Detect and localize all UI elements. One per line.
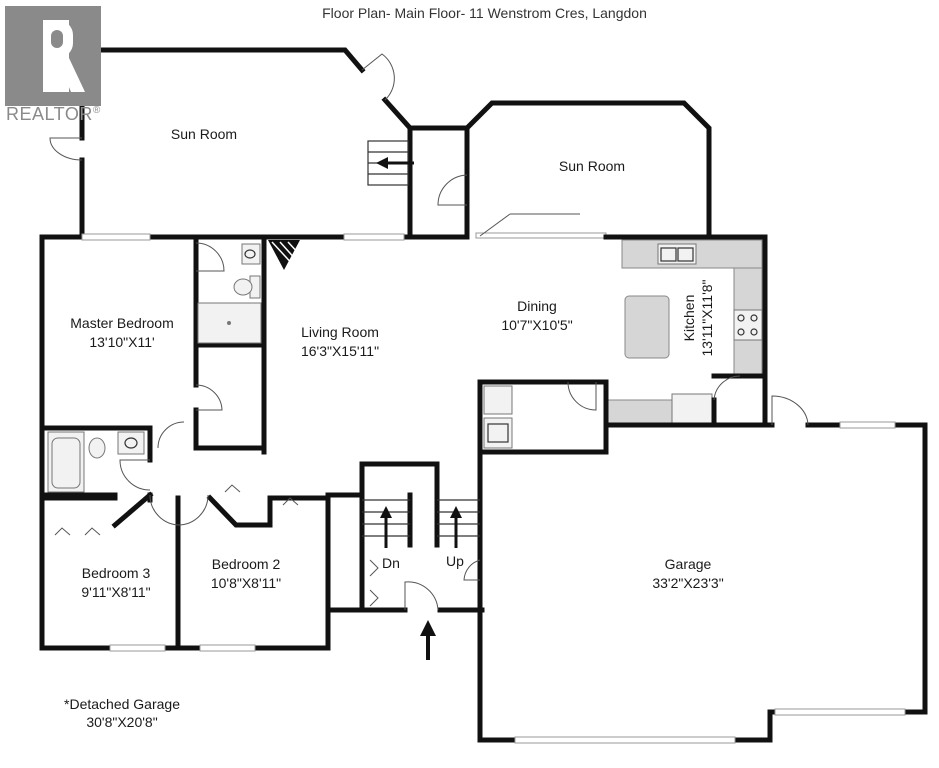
stove-icon	[733, 309, 763, 341]
fireplace-icon	[268, 240, 301, 270]
sun-room-left-walls	[79, 47, 413, 240]
sun-room-steps	[367, 140, 414, 186]
main-house-walls	[39, 234, 768, 651]
bedroom2-window	[199, 644, 256, 652]
dining-size: 10'7"X10'5"	[501, 317, 572, 333]
master-bedroom-label: Master Bedroom	[70, 315, 173, 331]
bedroom3-window	[109, 644, 166, 652]
stair-up-arrow-icon	[450, 506, 462, 548]
garage-door-front[interactable]	[514, 736, 736, 744]
master-bedroom-size: 13'10"X11'	[89, 334, 154, 350]
fridge	[671, 393, 713, 425]
realtor-logo-text: REALTOR®	[6, 104, 101, 124]
kitchen-size: 13'11"X11'8"	[699, 279, 715, 356]
bath-toilet	[88, 437, 106, 459]
laundry-walls	[477, 379, 609, 743]
garage-size: 33'2"X23'3"	[652, 575, 723, 591]
bedroom3-size: 9'11"X8'11"	[81, 584, 150, 600]
detached-garage-size: 30'8"X20'8"	[86, 714, 157, 730]
stairs-down-label: Dn	[382, 555, 400, 571]
sun-room-left-side-door[interactable]	[49, 137, 83, 161]
stairs-up-label: Up	[446, 553, 464, 569]
washer	[483, 385, 513, 415]
bedroom3-label: Bedroom 3	[82, 565, 151, 581]
kitchen-label: Kitchen	[681, 295, 697, 342]
master-sink	[241, 243, 261, 265]
garage-label: Garage	[665, 556, 712, 572]
master-window	[81, 233, 151, 241]
sun-room-left-label: Sun Room	[171, 126, 237, 142]
sun-room-right-label: Sun Room	[559, 158, 625, 174]
stairs	[362, 499, 480, 537]
dining-label: Dining	[517, 298, 557, 314]
sun-room-right-inner-door[interactable]	[437, 174, 468, 206]
garage-window	[839, 421, 896, 429]
arrow-left-icon	[376, 157, 388, 169]
dryer	[483, 417, 513, 449]
living-room-label: Living Room	[301, 324, 379, 340]
kitchen-island	[624, 295, 670, 359]
bedroom2-label: Bedroom 2	[212, 556, 281, 572]
garage-man-door[interactable]	[771, 395, 809, 426]
entry-arrow-icon	[420, 620, 436, 660]
sun-room-left-entry-door[interactable]	[361, 53, 395, 101]
bath-sink	[117, 431, 145, 455]
bedroom2-size: 10'8"X8'11"	[211, 575, 281, 591]
sun-room-right-walls	[407, 100, 712, 240]
realtor-logo-icon	[5, 6, 101, 106]
living-window	[343, 233, 405, 241]
garage-entry-door[interactable]	[463, 559, 481, 581]
plan-title: Floor Plan- Main Floor- 11 Wenstrom Cres…	[322, 5, 647, 21]
garage-door-side[interactable]	[774, 708, 906, 716]
detached-garage-note: *Detached Garage	[64, 696, 180, 712]
bedroom-walls	[39, 445, 331, 651]
front-door[interactable]	[404, 581, 439, 611]
stair-down-arrow-icon	[380, 506, 392, 548]
stair-walls	[359, 461, 440, 548]
sun-room-right-sliding-door[interactable]	[475, 213, 607, 239]
kitchen-sink	[657, 243, 697, 265]
living-room-size: 16'3"X15'11"	[301, 343, 379, 359]
